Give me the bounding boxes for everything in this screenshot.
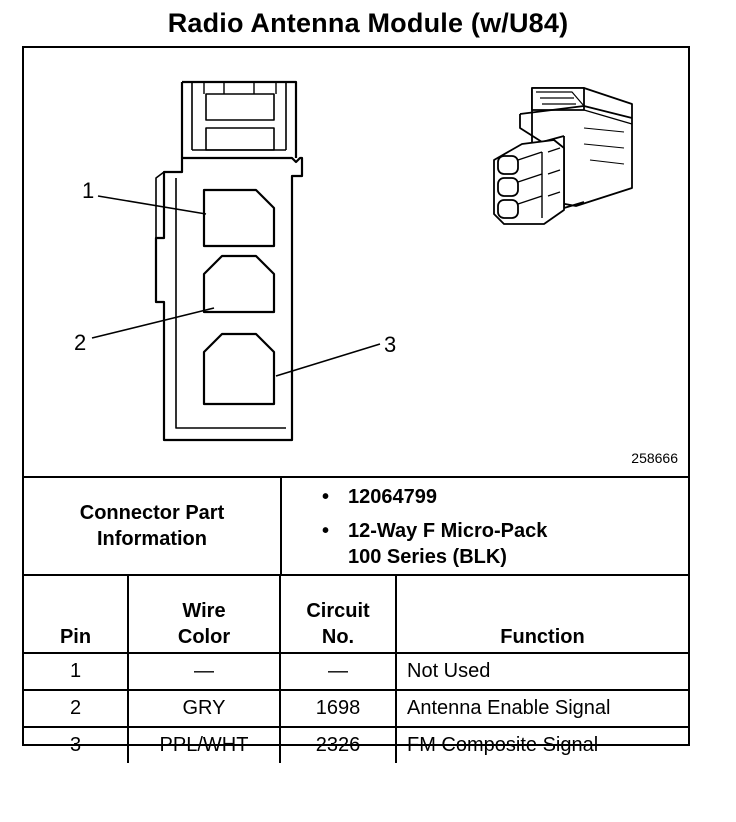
connector-info-label: Connector Part Information (24, 478, 282, 574)
callout-2: 2 (74, 330, 86, 355)
header-wire-color: Wire Color (127, 576, 281, 654)
connector-frame: 1 2 3 258666 Connector Part Information … (22, 46, 690, 763)
connector-info-values: • 12064799 • 12-Way F Micro-Pack 100 Ser… (282, 478, 688, 574)
header-wire-label-2: Color (177, 626, 231, 648)
bullet: • (322, 520, 330, 542)
callout-1: 1 (82, 178, 94, 203)
header-pin: Pin (24, 576, 129, 654)
pin-table-header: Pin Wire Color Circuit No. Function (24, 576, 688, 654)
connector-description-line2: 100 Series (BLK) (348, 546, 507, 568)
wire-color-cell: GRY (127, 689, 281, 728)
leader-line-3 (275, 343, 381, 377)
pin-cell: 2 (24, 689, 129, 728)
pin-2-cavity (202, 254, 276, 314)
pin-cell: 3 (24, 726, 129, 763)
page-title: Radio Antenna Module (w/U84) (167, 8, 569, 38)
connector-inner-line (175, 178, 286, 429)
table-row: 3 PPL/WHT 2326 FM Composite Signal (24, 726, 688, 763)
connector-left-tab (155, 171, 165, 238)
leader-line-2 (91, 307, 215, 339)
function-cell: FM Composite Signal (395, 726, 688, 763)
wire-color-cell: PPL/WHT (127, 726, 281, 763)
table-row: 1 — — Not Used (24, 652, 688, 691)
connector-drawing: 1 2 3 (74, 80, 633, 442)
header-wire-label-1: Wire (182, 600, 226, 622)
leader-line-1 (97, 195, 207, 215)
connector-face-outline (154, 156, 304, 442)
connector-3d-sketch (493, 87, 633, 225)
function-cell: Not Used (395, 652, 688, 691)
header-function: Function (395, 576, 688, 654)
header-pin-label: Pin (59, 626, 92, 648)
connector-part-info: Connector Part Information • 12064799 • … (24, 478, 688, 576)
callout-3: 3 (384, 332, 396, 357)
figure-id: 258666 (631, 450, 678, 466)
bullet: • (322, 486, 330, 508)
connector-diagram: 1 2 3 258666 (24, 48, 688, 478)
connector-info-label-line1: Connector Part (79, 502, 225, 524)
wire-color-cell: — (127, 652, 281, 691)
pin-table: Pin Wire Color Circuit No. Function 1 — … (24, 576, 688, 763)
circuit-cell: 1698 (279, 689, 397, 728)
pin-1-cavity (202, 188, 276, 248)
function-cell: Antenna Enable Signal (395, 689, 688, 728)
table-row: 2 GRY 1698 Antenna Enable Signal (24, 689, 688, 728)
part-number: 12064799 (348, 486, 437, 508)
connector-latch (180, 80, 298, 158)
pin-3-cavity (202, 332, 276, 406)
circuit-cell: 2326 (279, 726, 397, 763)
header-function-label: Function (500, 626, 585, 648)
header-circuit-no: Circuit No. (279, 576, 397, 654)
connector-info-label-line2: Information (97, 528, 207, 550)
connector-description-line1: 12-Way F Micro-Pack (348, 520, 548, 542)
circuit-cell: — (279, 652, 397, 691)
header-circuit-label-2: No. (321, 626, 355, 648)
header-circuit-label-1: Circuit (306, 600, 370, 622)
pin-cell: 1 (24, 652, 129, 691)
